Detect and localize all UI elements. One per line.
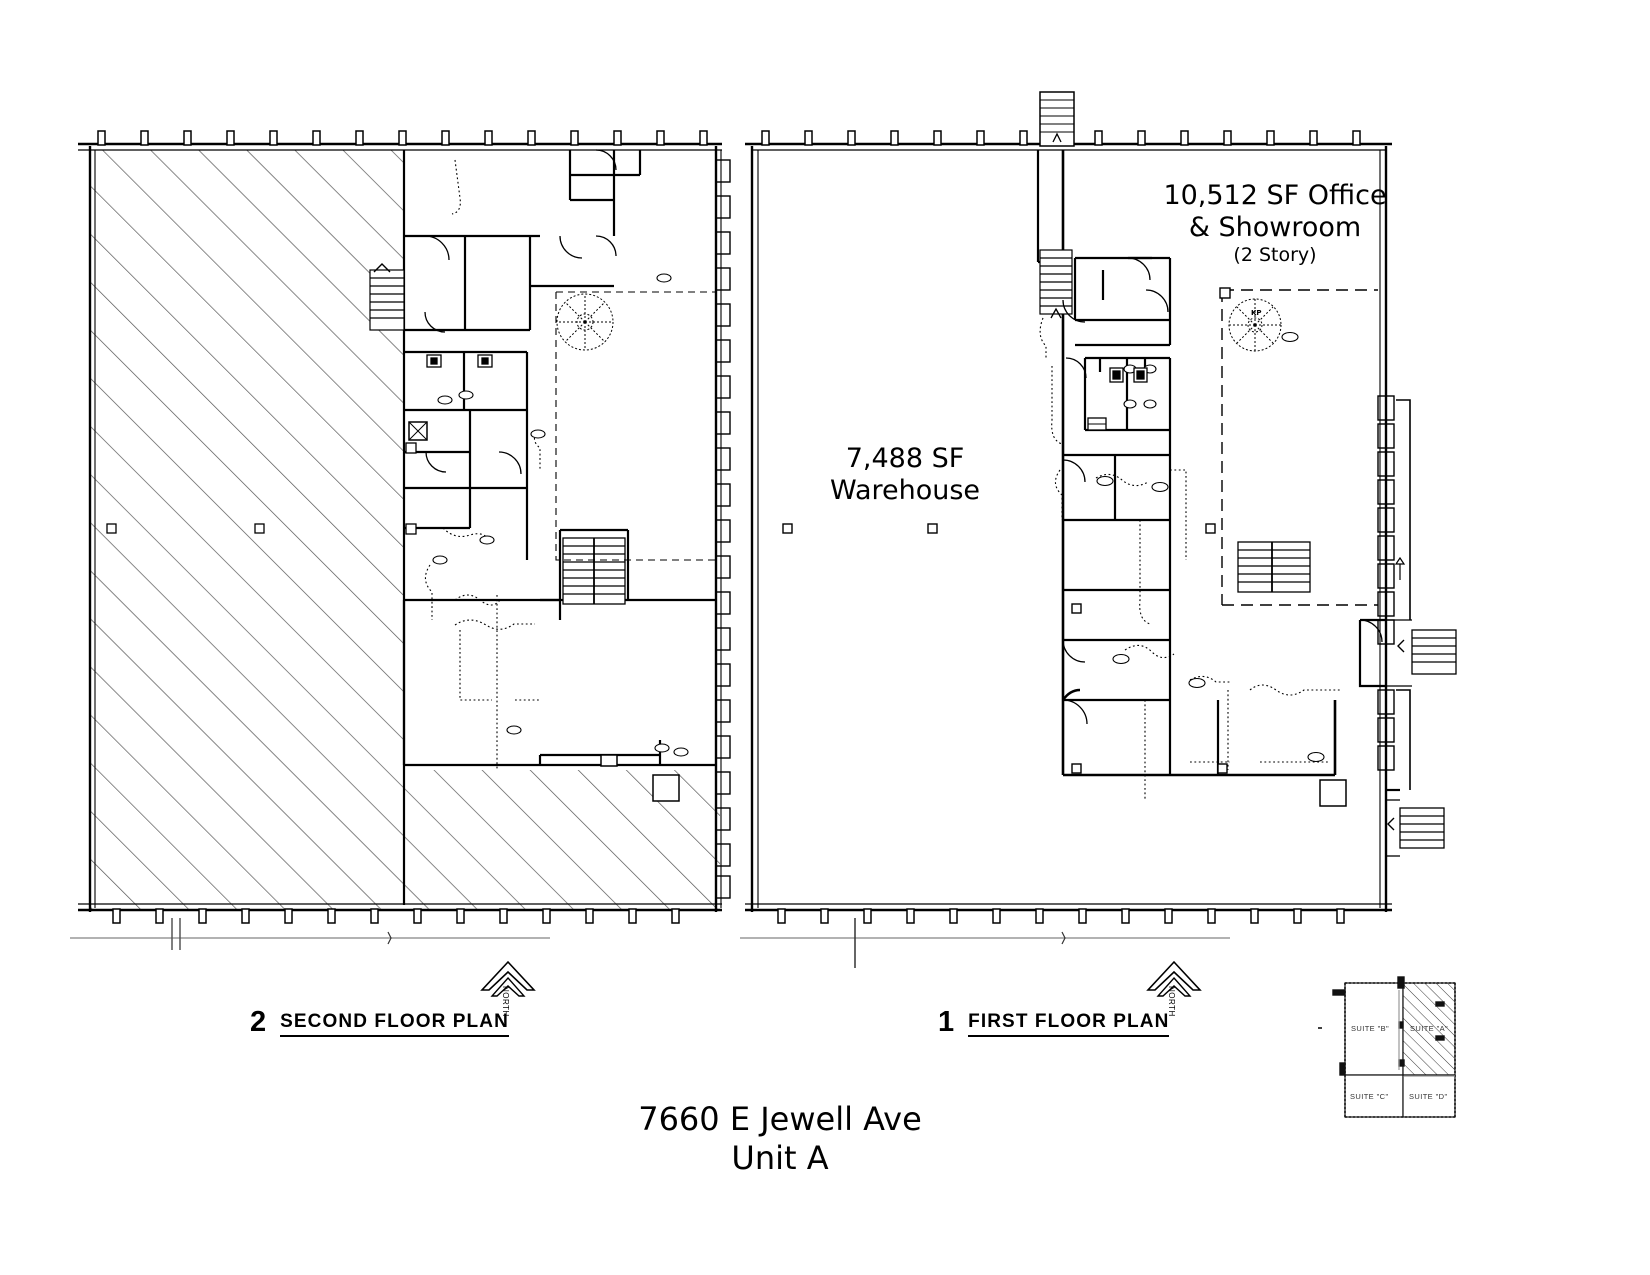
warehouse-name: Warehouse — [829, 474, 981, 506]
second-floor-door-swings — [424, 149, 617, 475]
first-floor-showroom-dashed-boundary — [1221, 289, 1378, 606]
second-floor-equipment — [408, 421, 680, 802]
svg-text:NORTH: NORTH — [1167, 986, 1176, 1017]
second-floor-plan-label: SECOND FLOOR PLAN — [280, 1011, 509, 1037]
property-address: 7660 E Jewell Ave — [638, 1100, 922, 1138]
first-floor-right-pilasters — [1377, 395, 1395, 771]
sheet-title-block: 7660 E Jewell Ave Unit A — [425, 1100, 1135, 1178]
svg-text:KP: KP — [1251, 309, 1262, 317]
property-unit: Unit A — [731, 1139, 829, 1178]
second-floor-restroom-fixtures — [426, 354, 493, 368]
first-floor-equipment — [1319, 779, 1347, 807]
second-floor-bottom-pilasters — [112, 908, 680, 924]
key-plan-suite-d-label: SUITE "D" — [1409, 1092, 1448, 1101]
second-floor-top-pilasters — [97, 130, 708, 146]
office-sf-value: 10,512 SF Office — [1163, 180, 1387, 211]
first-floor-plan-label: FIRST FLOOR PLAN — [968, 1011, 1170, 1037]
office-showroom-name: & Showroom — [1188, 211, 1362, 243]
first-floor-interior-stair-upper — [1039, 249, 1073, 319]
first-floor-plan-title: 1 FIRST FLOOR PLAN — [938, 1006, 1170, 1038]
north-arrow-second-floor: NORTH — [480, 960, 536, 1017]
first-floor-spiral-stair — [1228, 298, 1282, 352]
key-plan-suite-a-label: SUITE "A" — [1410, 1024, 1449, 1033]
first-floor-top-pilasters — [761, 130, 1361, 146]
second-floor-stair-upper — [369, 263, 405, 331]
first-floor-dotted-runs — [1039, 317, 1340, 800]
second-floor-dashed-outline — [555, 291, 716, 561]
second-floor-right-pilasters — [715, 159, 731, 899]
first-floor-office-block-walls — [1061, 150, 1337, 777]
second-floor-site-lines — [70, 918, 550, 950]
first-floor-showroom-stair — [1237, 541, 1311, 593]
first-floor-exterior-stair-lower — [1386, 799, 1445, 857]
first-floor-exterior-stair-mid — [1386, 619, 1457, 687]
first-floor-plan-drawing: KP — [740, 91, 1457, 968]
second-floor-spiral-stair — [556, 293, 614, 351]
warehouse-area-label: 7,488 SF Warehouse — [760, 443, 1050, 507]
first-floor-restroom-fixtures — [1087, 367, 1148, 431]
warehouse-sf-value: 7,488 SF — [845, 443, 965, 474]
second-floor-plan-title: 2 SECOND FLOOR PLAN — [250, 1008, 509, 1037]
first-floor-lower-right-jog — [1358, 618, 1400, 792]
second-floor-columns — [106, 442, 417, 535]
office-showroom-area-label: 10,512 SF Office & Showroom (2 Story) — [1115, 180, 1435, 266]
second-floor-plan-number: 2 — [250, 1006, 267, 1038]
office-story-note: (2 Story) — [1233, 243, 1317, 266]
first-floor-site-lines — [740, 918, 1230, 968]
first-floor-plan-number: 1 — [938, 1006, 955, 1038]
second-floor-dotted-runs — [424, 159, 541, 770]
first-floor-columns — [782, 287, 1231, 774]
key-plan-drawing — [1318, 976, 1456, 1118]
second-floor-ceiling-fixtures — [432, 273, 689, 757]
north-arrow-first-floor: NORTH — [1146, 960, 1202, 1017]
first-floor-bottom-pilasters — [777, 908, 1345, 924]
svg-text:NORTH: NORTH — [501, 986, 510, 1017]
second-floor-stair-main — [562, 537, 626, 605]
first-floor-top-stair-shaft — [1039, 91, 1075, 147]
second-floor-plan-drawing — [70, 130, 731, 950]
key-plan-suite-b-label: SUITE "B" — [1351, 1024, 1390, 1033]
first-floor-right-service-strip — [1394, 399, 1411, 790]
key-plan-suite-c-label: SUITE "C" — [1350, 1092, 1389, 1101]
